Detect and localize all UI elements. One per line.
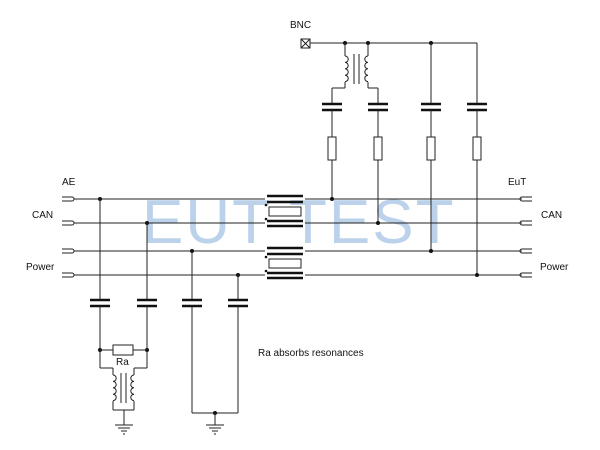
- can-choke: [264, 194, 303, 228]
- can-decoupling-network: [90, 197, 157, 352]
- resonance-note: Ra absorbs resonances: [258, 348, 364, 359]
- right-connectors: [519, 196, 532, 278]
- ground-icon: [206, 424, 224, 435]
- power-choke: [264, 246, 303, 280]
- power-decoupling-network: [182, 249, 248, 425]
- connector-eut-power-1: [519, 248, 532, 254]
- connector-ae-can-2: [62, 220, 75, 226]
- coupling-branch-1: [322, 88, 342, 201]
- connector-eut-power-2: [519, 272, 532, 278]
- ra-resistor: Ra: [100, 344, 147, 368]
- connector-ae-can-1: [62, 196, 75, 202]
- bnc-coupling-transformer: [332, 43, 378, 89]
- bnc-connector: [300, 38, 311, 49]
- bnc-label: BNC: [290, 20, 311, 31]
- main-signal-lines: [74, 198, 522, 276]
- connector-ae-power-1: [62, 248, 75, 254]
- connector-eut-can-1: [519, 196, 532, 202]
- connector-eut-can-2: [519, 220, 532, 226]
- eut-label: EuT: [508, 177, 526, 188]
- coupling-branch-4: [467, 43, 487, 277]
- can-label-left: CAN: [32, 210, 53, 221]
- ra-label: Ra: [116, 357, 129, 368]
- bnc-bus: [310, 41, 477, 45]
- power-label-right: Power: [540, 262, 569, 273]
- connector-ae-power-2: [62, 272, 75, 278]
- coupling-branch-2: [368, 88, 388, 225]
- ground-transformer: [99, 350, 148, 425]
- left-connectors: [62, 196, 75, 278]
- power-label-left: Power: [26, 262, 55, 273]
- can-label-right: CAN: [541, 210, 562, 221]
- coupling-branch-3: [421, 43, 441, 253]
- ground-icon: [115, 424, 133, 435]
- ae-label: AE: [62, 177, 76, 188]
